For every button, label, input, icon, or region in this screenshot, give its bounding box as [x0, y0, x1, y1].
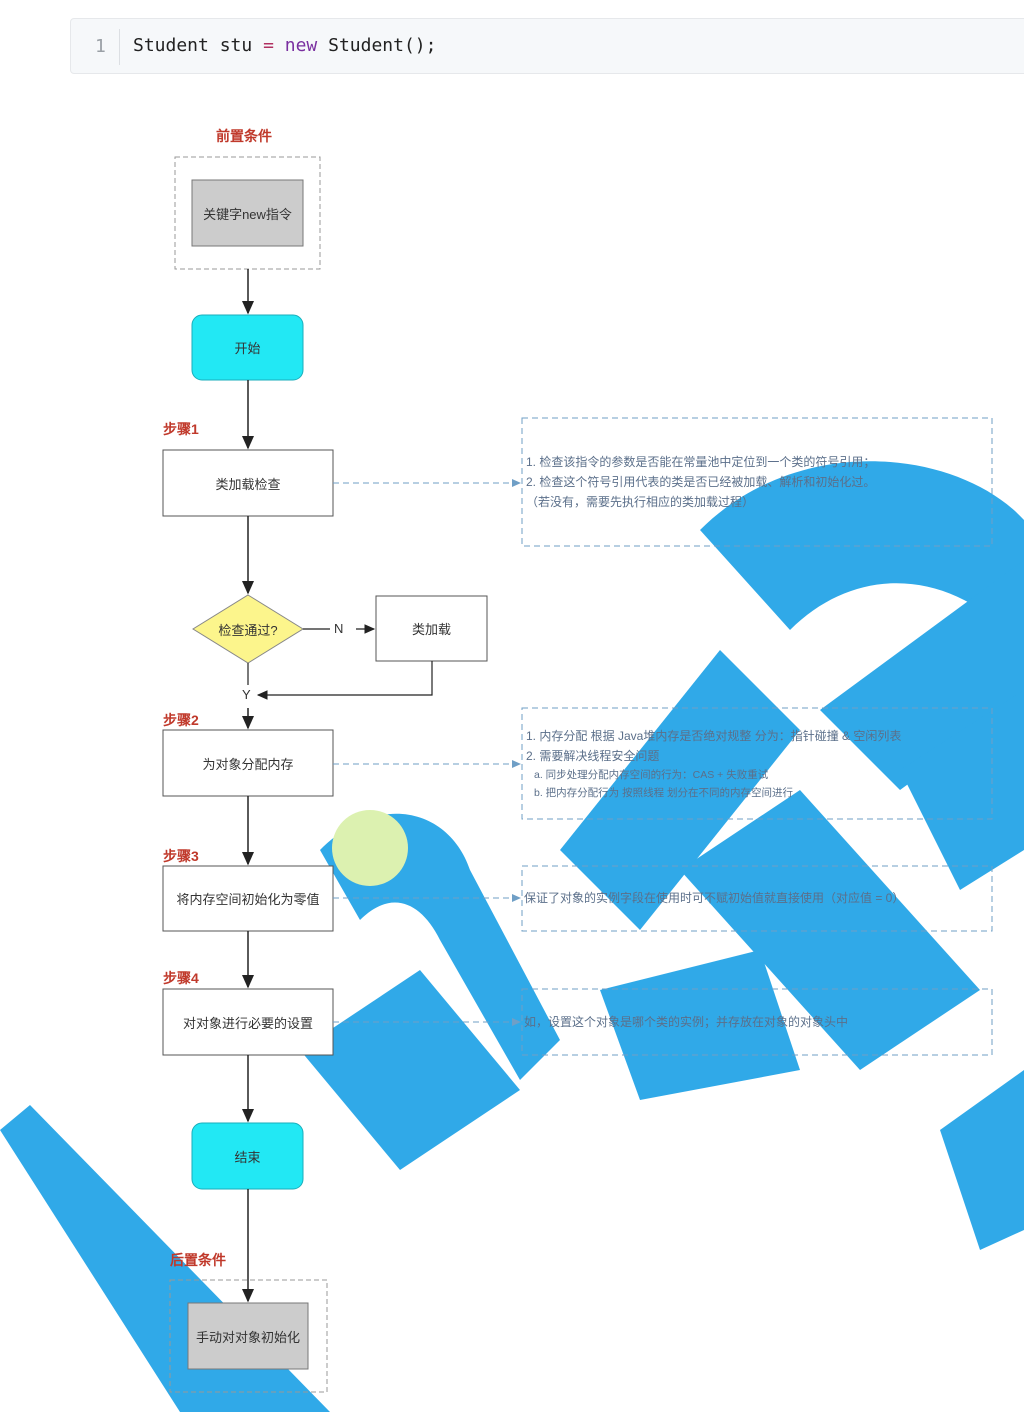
note2-sub-b: b. 把内存分配行为 按照线程 划分在不同的内存空间进行 [534, 787, 794, 799]
note2-sub-a: a. 同步处理分配内存空间的行为：CAS + 失败重试 [534, 769, 769, 781]
code-block: 1 Student stu = new Student(); [70, 18, 1024, 74]
step1-label: 步骤1 [163, 421, 199, 437]
new-instruction-node: 关键字new指令 [203, 206, 292, 222]
note4-text: 如，设置这个对象是哪个类的实例；并存放在对象的对象头中 [524, 1015, 849, 1029]
decision-node: 检查通过? [218, 622, 278, 638]
allocate-memory-node: 为对象分配内存 [202, 756, 294, 772]
code-class-name: Student [133, 35, 209, 56]
gutter-separator [119, 29, 120, 65]
note1-line3: （若没有，需要先执行相应的类加载过程） [526, 495, 755, 509]
code-line: Student stu = new Student(); [133, 35, 436, 56]
class-load-node: 类加载 [411, 622, 451, 637]
diagram-graphics [0, 156, 1024, 1412]
note1-line1: 1. 检查该指令的参数是否能在常量池中定位到一个类的符号引用； [526, 455, 876, 469]
note2-line2: 2. 需要解决线程安全问题 [526, 749, 660, 763]
note2-line1: 1. 内存分配 根据 Java堆内存是否绝对规整 分为：指针碰撞 & 空闲列表 [526, 729, 902, 743]
pre-condition-label: 前置条件 [216, 128, 272, 144]
watermark [0, 461, 1024, 1412]
setup-node: 对对象进行必要的设置 [182, 1015, 313, 1031]
end-node: 结束 [234, 1149, 261, 1165]
edge-label-no: N [334, 621, 344, 636]
edge-label-yes: Y [242, 687, 251, 702]
note1-line2: 2. 检查这个符号引用代表的类是否已经被加载、解析和初始化过。 [526, 475, 876, 489]
step2-label: 步骤2 [163, 712, 199, 728]
post-condition-label: 后置条件 [170, 1252, 226, 1268]
class-check-node: 类加载检查 [215, 476, 281, 492]
code-operator: = [263, 35, 274, 56]
code-var-name: stu [219, 35, 253, 56]
note3-text: 保证了对象的实例字段在使用时可不赋初始值就直接使用（对应值 = 0） [524, 891, 905, 905]
step4-label: 步骤4 [163, 970, 199, 986]
line-number: 1 [95, 36, 106, 57]
zero-init-node: 将内存空间初始化为零值 [176, 892, 320, 907]
code-constructor: Student(); [328, 35, 437, 56]
start-node: 开始 [234, 341, 261, 356]
manual-init-node: 手动对对象初始化 [195, 1329, 300, 1345]
code-keyword: new [284, 35, 318, 56]
step3-label: 步骤3 [163, 848, 199, 864]
flow-diagram: 前置条件 步骤1 步骤2 步骤3 步骤4 后置条件 关键字new指令 开始 类加… [0, 90, 1024, 1412]
